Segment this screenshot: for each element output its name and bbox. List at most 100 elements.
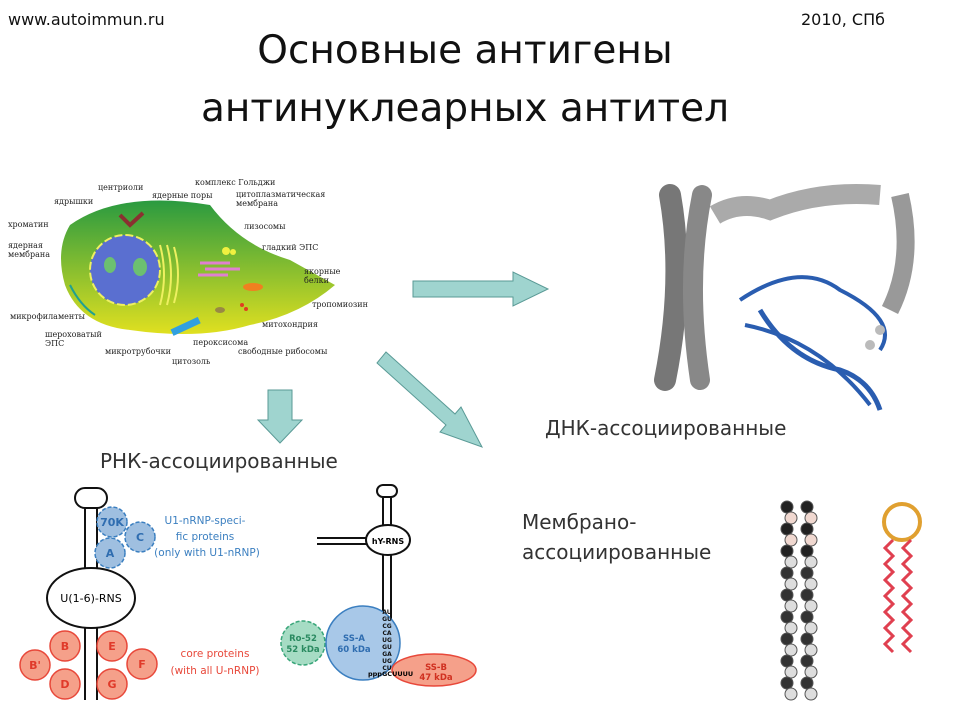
cell-label: микрофиламенты <box>10 312 86 321</box>
lipid-bead <box>804 533 818 547</box>
slide-title: Основные антигены антинуклеарных антител <box>0 22 930 138</box>
rna-diagram: 70K C A U1-nRNP-speci- fic proteins (onl… <box>19 484 477 700</box>
lipid-bead <box>780 522 794 536</box>
sequence-pair: UG <box>382 658 392 665</box>
membrane-caption-line-1: Мембрано- <box>522 510 637 534</box>
lipid-bead <box>780 654 794 668</box>
specific-label-3: (only with U1-nRNP) <box>154 547 260 559</box>
membrane-caption-line-2: ассоциированные <box>522 540 712 564</box>
protein-b: B <box>61 640 69 653</box>
lipid-bead <box>800 676 814 690</box>
lipid-bead <box>800 500 814 514</box>
lipid-bead <box>804 687 818 701</box>
cell-label: ядерная мембрана <box>8 241 50 259</box>
membrane-associated-caption: Мембрано- ассоциированные <box>522 507 711 567</box>
cell-label: тропомиозин <box>312 300 368 309</box>
lipid-bead <box>800 566 814 580</box>
lipid-bead <box>780 632 794 646</box>
lipid-bead <box>784 621 798 635</box>
lipid-bead <box>784 511 798 525</box>
ssa-weight: 60 kDa <box>337 645 370 655</box>
dna-associated-caption: ДНК-ассоциированные <box>545 416 787 440</box>
sequence-pair: GA <box>382 651 392 658</box>
protein-g: G <box>107 678 116 691</box>
cell-illustration: центриоли ядрышки ядерные поры комплекс … <box>0 175 368 370</box>
lipid-bead <box>804 621 818 635</box>
cell-label: ядерные поры <box>152 191 213 200</box>
rna-associated-caption: РНК-ассоциированные <box>100 449 338 473</box>
sequence-pair: CG <box>382 623 391 630</box>
title-line-1: Основные антигены <box>257 28 673 73</box>
cell-label: ядрышки <box>54 197 94 206</box>
cell-label: цитозоль <box>172 357 211 366</box>
sequence-pair: AU <box>382 609 391 616</box>
specific-label-2: fic proteins <box>176 531 235 543</box>
protein-f: F <box>138 658 146 671</box>
lipid-bead <box>800 654 814 668</box>
lipid-bead <box>800 610 814 624</box>
lipid-bead <box>780 500 794 514</box>
lipid-bead <box>804 643 818 657</box>
arrow-diagonal <box>376 351 484 448</box>
hy-rns-label: hY-RNS <box>372 537 404 546</box>
ssa-name: SS-A <box>343 634 365 644</box>
lipid-bead <box>780 676 794 690</box>
lipid-bead <box>800 588 814 602</box>
u-rns-label: U(1-6)-RNS <box>60 592 121 605</box>
cell-label: микротрубочки <box>105 347 171 356</box>
ro52-weight: 52 kDa <box>286 645 319 655</box>
membrane-lipid-illustration <box>780 500 922 701</box>
sequence-pair: GU <box>382 644 392 651</box>
lipid-bead <box>784 665 798 679</box>
lipid-bead <box>784 555 798 569</box>
chromosome-dna-illustration <box>654 184 915 411</box>
core-label-2: (with all U-nRNP) <box>170 665 259 677</box>
lipid-bead <box>804 577 818 591</box>
title-line-2: антинуклеарных антител <box>200 86 730 131</box>
cell-label: цитоплазматическая мембрана <box>236 190 326 208</box>
cell-label: якорные белки <box>304 267 341 285</box>
lipid-bead <box>780 588 794 602</box>
lipid-bilayer-beads <box>780 500 818 701</box>
lipid-bead <box>780 544 794 558</box>
lipid-bead <box>784 687 798 701</box>
lipid-bead <box>800 544 814 558</box>
protein-b-prime: B' <box>29 659 41 672</box>
cell-label: центриоли <box>98 183 144 192</box>
arrow-right <box>412 271 550 307</box>
core-label-1: core proteins <box>181 648 250 660</box>
lipid-bead <box>800 632 814 646</box>
sequence-pair: GU <box>382 616 392 623</box>
rna-tail-sequence: pppGCUUUU <box>368 670 413 678</box>
lipid-bead <box>780 566 794 580</box>
protein-a: A <box>106 547 115 560</box>
lipid-bead <box>804 665 818 679</box>
lipid-bead <box>784 577 798 591</box>
arrow-down <box>256 389 304 444</box>
site-url: www.autoimmun.ru <box>8 10 165 29</box>
ro52-name: Ro-52 <box>289 634 317 644</box>
lipid-bead <box>784 533 798 547</box>
cell-label: хроматин <box>8 220 49 229</box>
ssb-weight: 47 kDa <box>419 673 452 683</box>
cell-drawing <box>61 200 335 336</box>
date-place: 2010, СПб <box>801 10 885 29</box>
lipid-bead <box>780 610 794 624</box>
cell-label: шероховатый ЭПС <box>45 330 102 348</box>
lipid-bead <box>784 643 798 657</box>
lipid-bead <box>804 555 818 569</box>
cell-label: комплекс Гольджи <box>195 178 276 187</box>
lipid-bead <box>784 599 798 613</box>
cell-label: свободные рибосомы <box>238 347 328 356</box>
lipid-bead <box>800 522 814 536</box>
sequence-pair: CU <box>382 665 391 672</box>
lipid-bead <box>804 511 818 525</box>
cell-label: пероксисома <box>193 338 249 347</box>
protein-e: E <box>108 640 116 653</box>
cell-label: митохондрия <box>262 320 318 329</box>
cell-label: лизосомы <box>244 222 286 231</box>
sequence-pair: CA <box>382 630 391 637</box>
protein-c: C <box>136 531 144 544</box>
protein-d: D <box>60 678 69 691</box>
